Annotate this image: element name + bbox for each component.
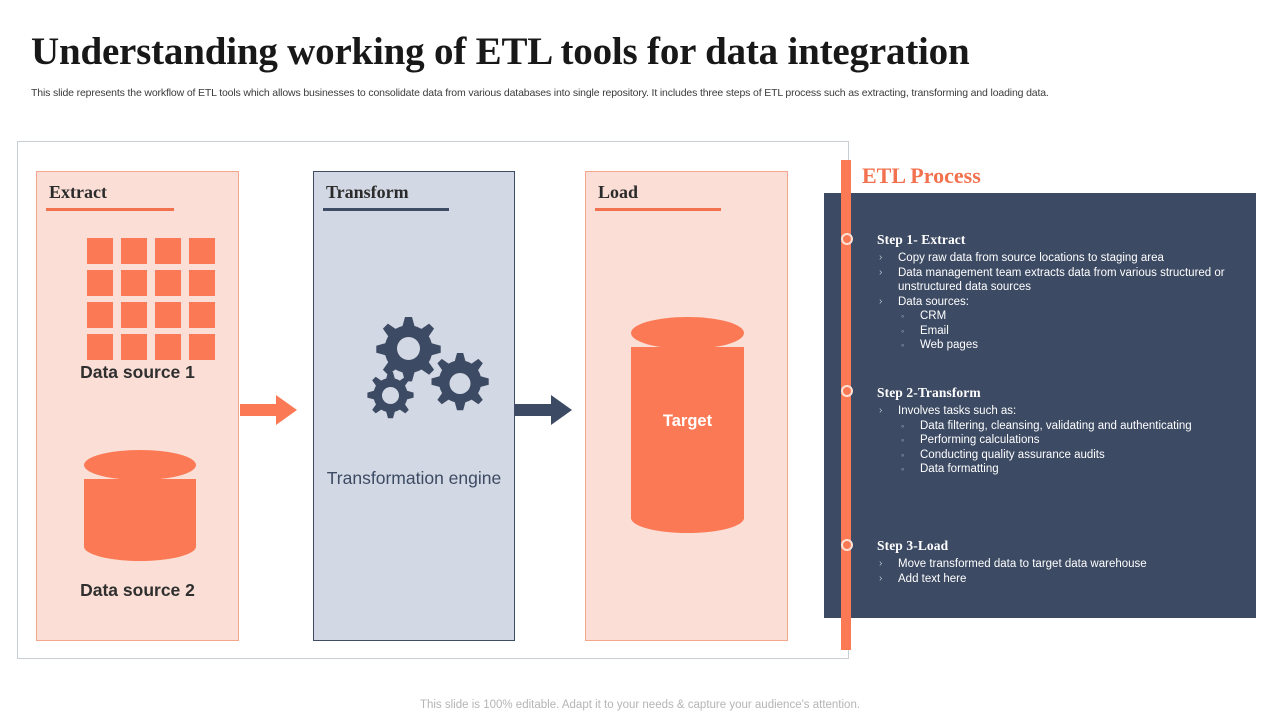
page-subtitle: This slide represents the workflow of ET…: [31, 87, 1049, 99]
step-1-bullet-1: ›Copy raw data from source locations to …: [879, 252, 1164, 264]
step-2-block: Step 2-Transform ›Involves tasks such as…: [877, 385, 1192, 477]
arrow-transform-to-load: [515, 393, 573, 432]
bullet-marker-chevron-icon: ›: [879, 252, 883, 263]
panel-load-heading: Load: [598, 182, 639, 202]
panel-extract: Extract Data source 1 Data source 2: [36, 171, 239, 641]
panel-transform-heading: Transform: [326, 182, 409, 202]
bullet-marker-circle-icon: ◦: [901, 435, 905, 445]
step-2-subbullet-3: ◦Conducting quality assurance audits: [901, 448, 1105, 461]
grid-icon: [87, 238, 215, 360]
data-source-1-label: Data source 1: [80, 362, 195, 382]
step-2-subbullet-1: ◦Data filtering, cleansing, validating a…: [901, 419, 1192, 432]
target-label: Target: [662, 412, 713, 430]
step-dot-2: [841, 385, 853, 397]
transformation-engine-label: Transformation engine: [326, 468, 502, 488]
page-title: Understanding working of ETL tools for d…: [31, 30, 970, 73]
step-1-bullet-3: ›Data sources:: [879, 295, 969, 308]
step-1-title: Step 1- Extract: [877, 232, 966, 247]
step-3-bullet-1: ›Move transformed data to target data wa…: [879, 558, 1147, 570]
step-dot-3: [841, 539, 853, 551]
step-1-subbullet-3: ◦Web pages: [901, 339, 978, 351]
bullet-marker-circle-icon: ◦: [901, 311, 905, 321]
timeline-bar: [841, 160, 851, 650]
bullet-marker-circle-icon: ◦: [901, 464, 905, 474]
step-2-bullet-1: ›Involves tasks such as:: [879, 405, 1017, 417]
data-source-2-label: Data source 2: [80, 580, 195, 600]
step-1-block: Step 1- Extract ›Copy raw data from sour…: [877, 232, 1280, 353]
etl-process-panel: [824, 193, 1256, 618]
step-2-subbullet-2: ◦Performing calculations: [901, 434, 1040, 446]
step-1-bullet-2: ›Data management team extracts data from…: [879, 266, 1225, 294]
panel-load-rule: [595, 208, 721, 211]
target-database-cylinder-icon: Target: [631, 317, 744, 533]
bullet-marker-circle-icon: ◦: [901, 449, 905, 460]
bullet-marker-chevron-icon: ›: [879, 405, 883, 416]
step-3-block: Step 3-Load ›Move transformed data to ta…: [877, 538, 1147, 586]
step-dot-1: [841, 233, 853, 245]
panel-transform: Transform Transformation engine: [313, 171, 515, 641]
bullet-marker-circle-icon: ◦: [901, 420, 905, 431]
bullet-marker-chevron-icon: ›: [879, 558, 883, 569]
step-1-subbullet-2: ◦Email: [901, 324, 949, 337]
step-3-bullet-2: ›Add text here: [879, 572, 967, 585]
panel-transform-rule: [323, 208, 449, 211]
step-2-title: Step 2-Transform: [877, 385, 981, 400]
bullet-marker-circle-icon: ◦: [901, 340, 905, 350]
bullet-marker-chevron-icon: ›: [879, 266, 883, 278]
arrow-extract-to-transform: [240, 393, 298, 432]
step-2-subbullet-4: ◦Data formatting: [901, 463, 999, 475]
gears-icon: [353, 309, 493, 434]
footer-note: This slide is 100% editable. Adapt it to…: [419, 699, 861, 711]
panel-load: Load Target: [585, 171, 788, 641]
step-3-title: Step 3-Load: [877, 538, 949, 553]
bullet-marker-circle-icon: ◦: [901, 325, 905, 336]
step-1-subbullet-1: ◦CRM: [901, 310, 947, 322]
bullet-marker-chevron-icon: ›: [879, 295, 883, 307]
bullet-marker-chevron-icon: ›: [879, 572, 883, 584]
panel-extract-rule: [46, 208, 174, 211]
panel-extract-heading: Extract: [49, 182, 107, 202]
database-cylinder-icon: [84, 450, 196, 561]
etl-process-heading: ETL Process: [862, 163, 981, 188]
